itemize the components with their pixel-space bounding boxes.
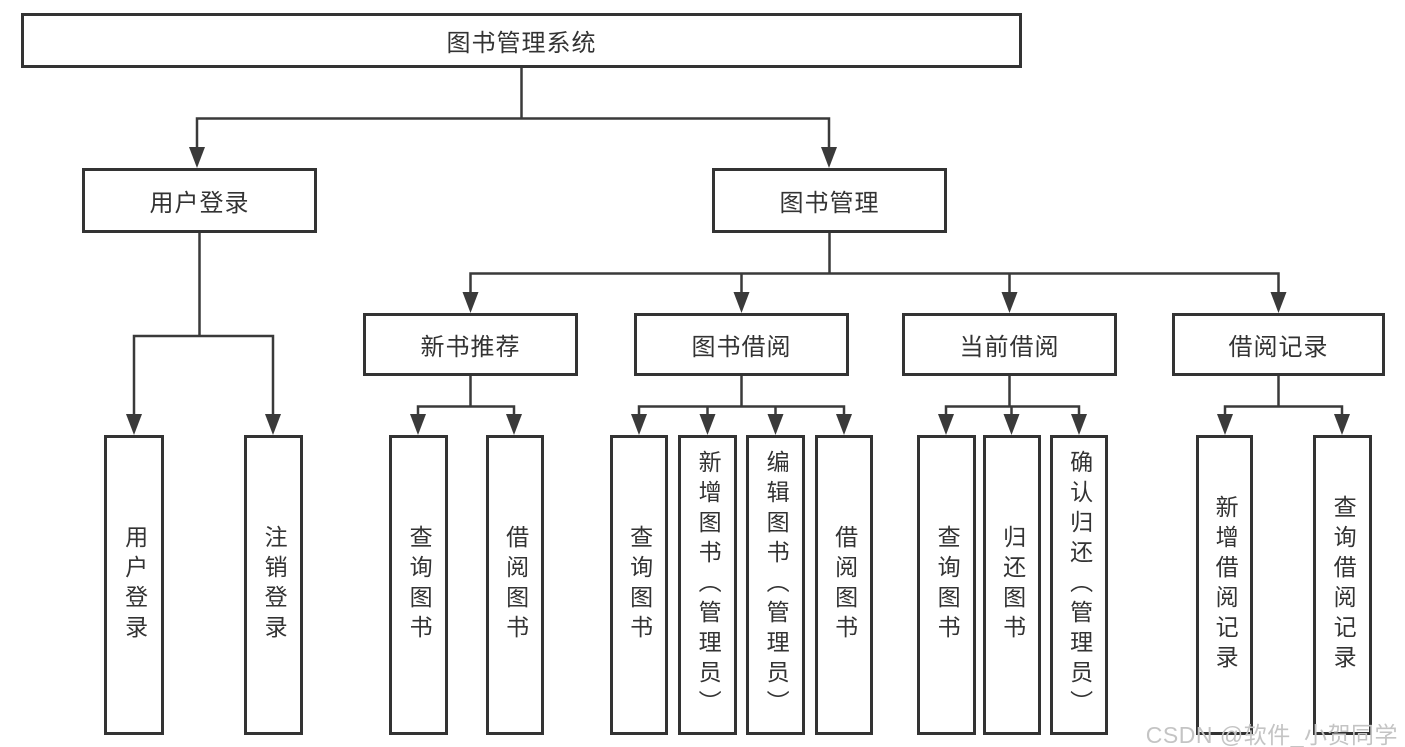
- arrowhead: [836, 414, 852, 435]
- node-label: 查询图书: [626, 525, 653, 645]
- node-label: 借阅图书: [831, 525, 858, 645]
- connector-userlogin-to-leaves: [132, 233, 275, 431]
- arrowhead: [410, 414, 426, 435]
- arrowhead: [1217, 414, 1233, 435]
- node-label: 借阅记录: [1228, 334, 1329, 361]
- node-label: 用户登录: [121, 525, 148, 645]
- node-label: 查询借阅记录: [1330, 495, 1357, 675]
- watermark: CSDN @软件_小贺同学: [1145, 722, 1398, 747]
- leaf-query-books-borrow: 查询图书: [610, 435, 668, 735]
- node-label: 查询图书: [406, 525, 433, 645]
- node-label: 图书借阅: [691, 334, 792, 361]
- node-borrow-records: 借阅记录: [1172, 313, 1385, 376]
- arrowhead: [126, 414, 142, 435]
- node-label: 借阅图书: [502, 525, 529, 645]
- node-book-management: 图书管理: [712, 168, 947, 233]
- leaf-edit-book-admin: 编辑图书（管理员）: [746, 435, 805, 735]
- connector-root-to-level2: [195, 68, 831, 164]
- arrowhead: [189, 147, 205, 168]
- connector-paths: [132, 68, 1344, 431]
- leaf-user-login: 用户登录: [104, 435, 164, 735]
- arrowhead: [462, 292, 479, 313]
- arrowhead: [1003, 414, 1020, 435]
- connector-borrowrecords-to-leaves: [1223, 376, 1344, 431]
- arrowhead: [1071, 414, 1087, 435]
- node-label: 新增借阅记录: [1212, 495, 1239, 675]
- node-label: 归还图书: [999, 525, 1026, 645]
- leaf-add-borrow-record: 新增借阅记录: [1196, 435, 1253, 735]
- leaf-confirm-return-admin: 确认归还（管理员）: [1050, 435, 1108, 735]
- leaf-query-borrow-record: 查询借阅记录: [1313, 435, 1372, 735]
- node-label: 图书管理系统: [446, 30, 597, 57]
- node-new-book-recommend: 新书推荐: [363, 313, 578, 376]
- arrowhead: [699, 414, 716, 435]
- arrowhead: [767, 414, 784, 435]
- node-label: 用户登录: [149, 190, 250, 217]
- arrowhead: [733, 292, 750, 313]
- node-label: 图书管理: [779, 190, 880, 217]
- node-label: 确认归还（管理员）: [1066, 450, 1093, 720]
- arrowhead: [1270, 292, 1287, 313]
- arrowhead: [265, 414, 281, 435]
- connector-bookborrow-to-leaves: [637, 376, 846, 431]
- arrowhead: [821, 147, 837, 168]
- node-label: 新书推荐: [420, 334, 521, 361]
- arrowhead: [938, 414, 954, 435]
- node-label: 查询图书: [934, 525, 961, 645]
- node-label: 当前借阅: [959, 334, 1060, 361]
- leaf-borrow-books-recommend: 借阅图书: [486, 435, 544, 735]
- node-label: 编辑图书（管理员）: [763, 450, 790, 720]
- node-label: 新增图书（管理员）: [695, 450, 722, 720]
- arrowhead: [631, 414, 647, 435]
- arrowhead: [506, 414, 522, 435]
- connector-bookmgmt-to-level3: [469, 233, 1280, 309]
- leaf-query-books-current: 查询图书: [917, 435, 976, 735]
- leaf-return-books: 归还图书: [983, 435, 1041, 735]
- node-label: 注销登录: [261, 525, 288, 645]
- node-current-borrow: 当前借阅: [902, 313, 1117, 376]
- connector-newbook-to-leaves: [416, 376, 516, 431]
- leaf-logout: 注销登录: [244, 435, 303, 735]
- node-library-system: 图书管理系统: [21, 13, 1022, 68]
- leaf-add-book-admin: 新增图书（管理员）: [678, 435, 737, 735]
- arrowhead: [1001, 292, 1018, 313]
- leaf-query-books-recommend: 查询图书: [389, 435, 448, 735]
- connector-currentborrow-to-leaves: [944, 376, 1081, 431]
- node-book-borrow: 图书借阅: [634, 313, 849, 376]
- node-user-login: 用户登录: [82, 168, 317, 233]
- leaf-borrow-books: 借阅图书: [815, 435, 873, 735]
- arrowhead: [1334, 414, 1350, 435]
